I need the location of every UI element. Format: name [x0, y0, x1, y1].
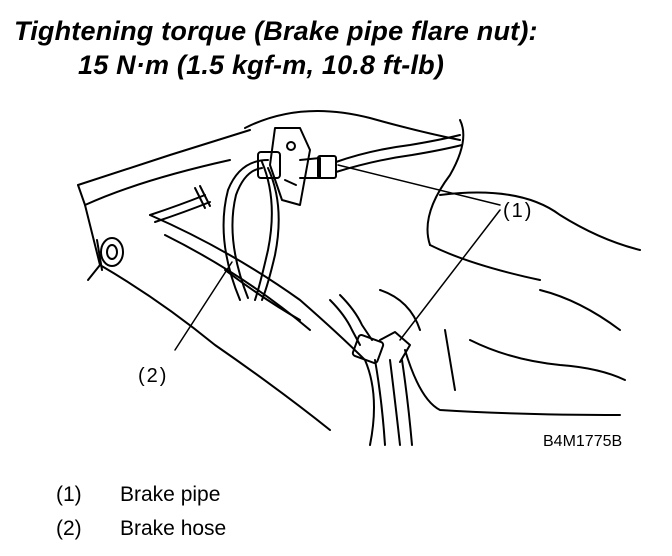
figure-code: B4M1775B: [543, 433, 623, 450]
legend-item: (1) Brake pipe: [56, 483, 220, 507]
torque-heading: Tightening torque (Brake pipe flare nut)…: [14, 16, 538, 46]
legend-label: Brake hose: [120, 517, 227, 540]
body-panel-right: [244, 109, 641, 416]
callout-1: (1): [503, 200, 534, 222]
legend-number: (1): [56, 483, 82, 506]
callout-2: (2): [138, 365, 169, 387]
flare-nut-upper: [257, 134, 463, 179]
leader-lines: [174, 164, 501, 351]
pipe-bracket: [269, 127, 311, 206]
flare-nut-lower: [329, 294, 413, 446]
legend-number: (2): [56, 517, 82, 540]
frame-bolt: [96, 237, 124, 271]
torque-value: 15 N·m (1.5 kgf-m, 10.8 ft-lb): [78, 50, 445, 80]
brake-hose: [149, 159, 280, 301]
legend-item: (2) Brake hose: [56, 517, 226, 541]
legend-label: Brake pipe: [120, 483, 221, 506]
